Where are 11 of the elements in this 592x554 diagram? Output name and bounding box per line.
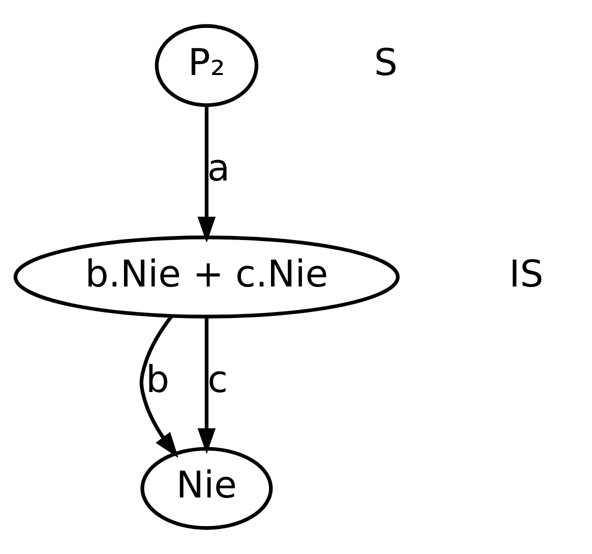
edge-label: c xyxy=(208,358,228,401)
node-ellipse: Nie xyxy=(140,446,273,530)
label: S xyxy=(374,40,398,84)
node-ellipse: b.Nie + c.Nie xyxy=(14,236,400,318)
arrow xyxy=(198,105,216,243)
arrow xyxy=(198,316,216,454)
edge-label: a xyxy=(207,146,230,190)
arrow xyxy=(140,314,178,458)
label: IS xyxy=(509,252,544,296)
edge-label: b xyxy=(146,358,170,401)
node-ellipse: P₂ xyxy=(154,24,258,108)
